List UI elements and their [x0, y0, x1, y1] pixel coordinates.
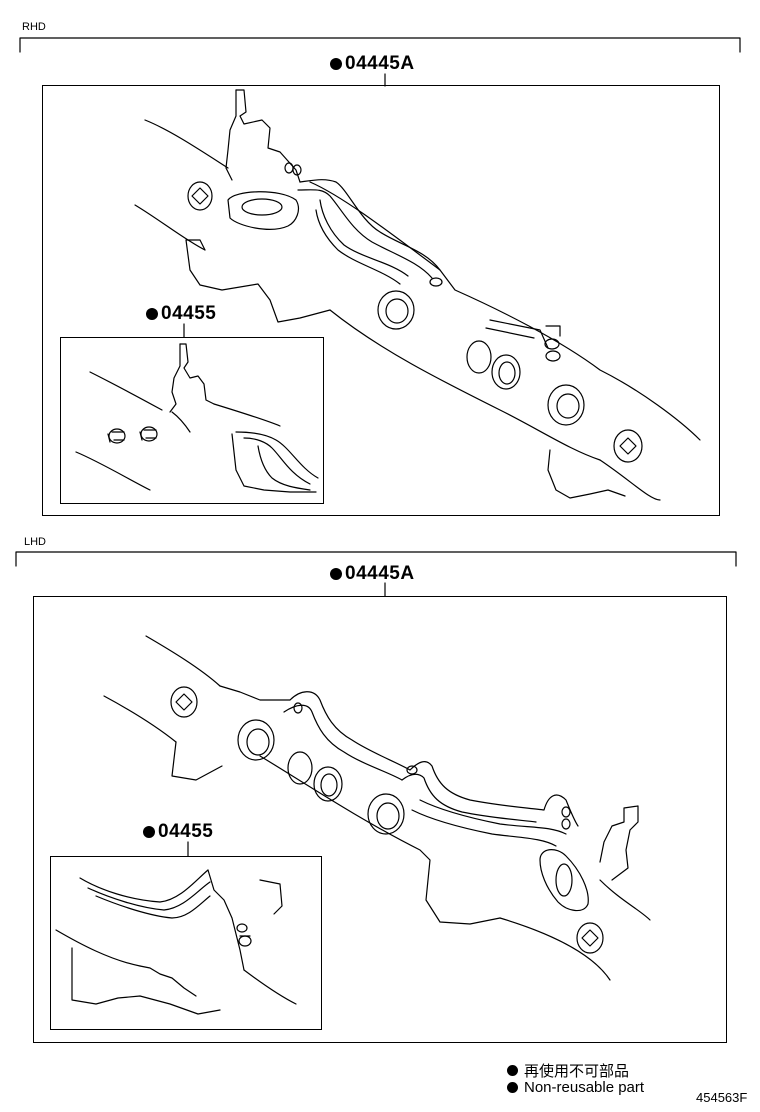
rhd-sub-label: 04455: [146, 303, 216, 325]
non-reusable-dot-icon: [143, 826, 155, 838]
non-reusable-dot-icon: [146, 308, 158, 320]
rhd-sub-frame: [60, 337, 324, 504]
lhd-inset-drawing: [55, 869, 297, 1015]
rhd-kit-label: 04445A: [330, 53, 415, 75]
lhd-steering-rack-drawing: [103, 635, 651, 981]
lhd-kit-frame: [33, 596, 727, 1043]
lhd-sub-label: 04455: [143, 821, 213, 843]
non-reusable-dot-icon: [507, 1065, 518, 1076]
legend-row-english: Non-reusable part: [507, 1079, 644, 1096]
non-reusable-dot-icon: [507, 1082, 518, 1093]
rhd-inset-drawing: [75, 343, 319, 493]
lhd-section-label: LHD: [24, 536, 47, 548]
rhd-kit-frame: [42, 85, 720, 516]
rhd-section-label: RHD: [22, 21, 46, 33]
rhd-steering-rack-drawing: [134, 89, 701, 501]
lhd-kit-label: 04445A: [330, 563, 415, 585]
non-reusable-dot-icon: [330, 58, 342, 70]
legend-row-japanese: 再使用不可部品: [507, 1060, 629, 1081]
figure-number: 454563F: [696, 1090, 748, 1105]
non-reusable-dot-icon: [330, 568, 342, 580]
lhd-sub-frame: [50, 856, 322, 1030]
